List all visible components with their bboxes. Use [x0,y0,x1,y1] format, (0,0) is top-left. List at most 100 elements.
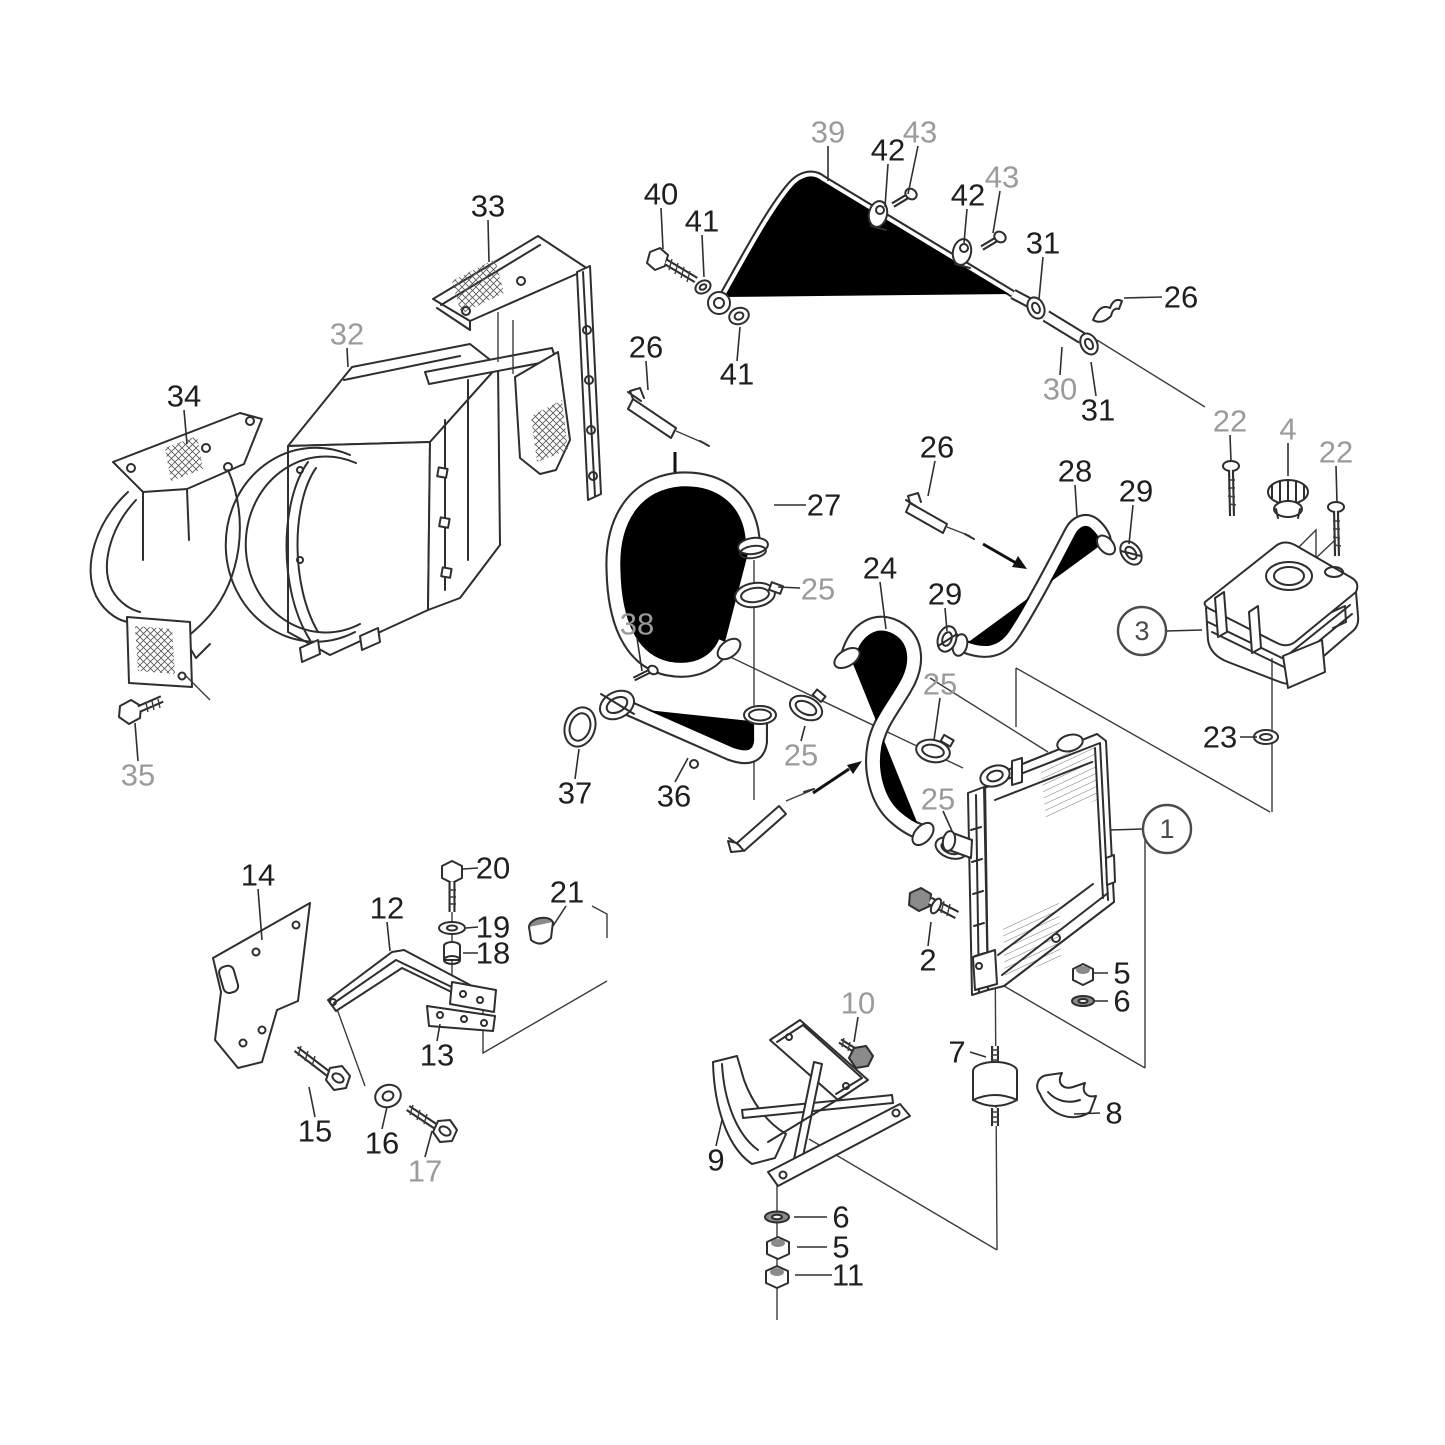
part-label-6-36: 6 [1113,984,1130,1019]
part-label-43-4: 43 [903,115,937,150]
part-label-26-8: 26 [1164,280,1198,315]
bushing-18 [443,941,461,965]
part-label-31-7: 31 [1026,226,1060,261]
circled-ref-1: 1 [1141,803,1193,855]
mount-7 [972,1046,1018,1126]
capnut-21 [528,905,608,945]
cap-4 [1267,479,1309,519]
part-label-26-19: 26 [629,330,663,365]
radiator [941,733,1116,996]
part-label-38-23: 38 [620,607,654,642]
leader-lines [134,145,1338,1276]
part-label-33-29: 33 [471,189,505,224]
arm-12 [327,949,497,1013]
bracket-14 [212,902,311,1069]
drain-bolt-2 [908,887,960,919]
tube-inner [892,195,909,206]
part-label-21-42: 21 [550,875,584,910]
tube-inner [981,238,998,249]
bolt-35 [118,695,164,725]
part-label-17-46: 17 [408,1154,442,1189]
clip-26-top-right [1092,298,1123,323]
hose-27 [605,471,769,678]
arrow-26-to-28 [982,542,1027,569]
bracket-26-lower [727,788,815,853]
part-label-18-41: 18 [476,936,510,971]
clamp-29-left [936,625,958,653]
washer-19 [438,921,466,935]
part-label-19-40: 19 [476,910,510,945]
part-label-23-33: 23 [1203,720,1237,755]
bolt-38 [632,664,659,682]
arrow-26-to-24 [812,761,862,795]
part-label-5-35: 5 [1113,956,1130,991]
part-label-31-10: 31 [1081,393,1115,428]
part-label-13-43: 13 [420,1038,454,1073]
circled-reference-numbers: 13 [1116,605,1193,855]
tube-inner [633,670,651,680]
circled-ref-3: 3 [1116,605,1168,657]
washer-41-upper [694,279,712,295]
part-label-6-49: 6 [832,1200,849,1235]
screw-22-left [1222,460,1240,517]
nut-5-right [1072,963,1094,986]
tube-inner [961,516,1110,656]
bolt-43-left [891,187,918,208]
nut-5-bottom [766,1236,790,1260]
part-label-20-39: 20 [476,851,510,886]
fan-shroud-32 [224,343,557,663]
part-label-34-31: 34 [167,379,201,414]
tube-inner [607,473,759,676]
part-label-25-22: 25 [801,572,835,607]
part-label-22-13: 22 [1319,435,1353,470]
part-label-32-30: 32 [330,317,364,352]
plate-13 [426,1005,496,1032]
expansion-tank [1203,541,1360,689]
part-label-22-11: 22 [1213,404,1247,439]
bracket-34 [89,412,263,701]
tube-inner [1335,510,1338,557]
washer-6-bottom [764,1210,790,1224]
part-label-24-17: 24 [863,551,897,586]
clamp-25-mid [915,733,955,764]
nut-11 [765,1265,789,1289]
part-label-7-52: 7 [948,1035,965,1070]
part-label-5-50: 5 [832,1230,849,1265]
clamp-25-free [788,688,827,722]
pipe-36 [598,689,777,769]
part-label-28-14: 28 [1058,454,1092,489]
ring-41-lower [728,306,750,326]
part-label-12-38: 12 [370,891,404,926]
tube-inner [842,617,924,839]
bolt-10 [838,1037,874,1069]
part-label-36-25: 36 [657,779,691,814]
part-label-40-0: 40 [644,177,678,212]
bolt-20 [441,860,463,912]
part-label-41-20: 41 [720,357,754,392]
tube-inner [720,172,1014,298]
part-label-2-34: 2 [919,943,936,978]
tube-inner [407,1106,439,1130]
clip-8 [1036,1072,1097,1119]
part-label-30-9: 30 [1043,372,1077,407]
part-label-29-18: 29 [928,577,962,612]
bolt-15 [293,1045,351,1091]
hose-24 [833,615,935,847]
clamp-25-hose27 [734,581,785,609]
bracket-26-middle [905,492,975,540]
gasket-37 [563,706,597,748]
part-label-35-32: 35 [121,758,155,793]
part-label-11-51: 11 [832,1258,864,1293]
hose-28 [951,514,1117,658]
washer-16 [374,1083,402,1109]
part-label-29-15: 29 [1119,474,1153,509]
tube-inner [1043,312,1085,342]
part-label-16-45: 16 [365,1126,399,1161]
part-label-39-2: 39 [811,115,845,150]
part-label-8-53: 8 [1105,1096,1122,1131]
svg-text:1: 1 [1159,814,1174,844]
tube-inner [1230,469,1233,517]
part-label-25-27: 25 [923,667,957,702]
